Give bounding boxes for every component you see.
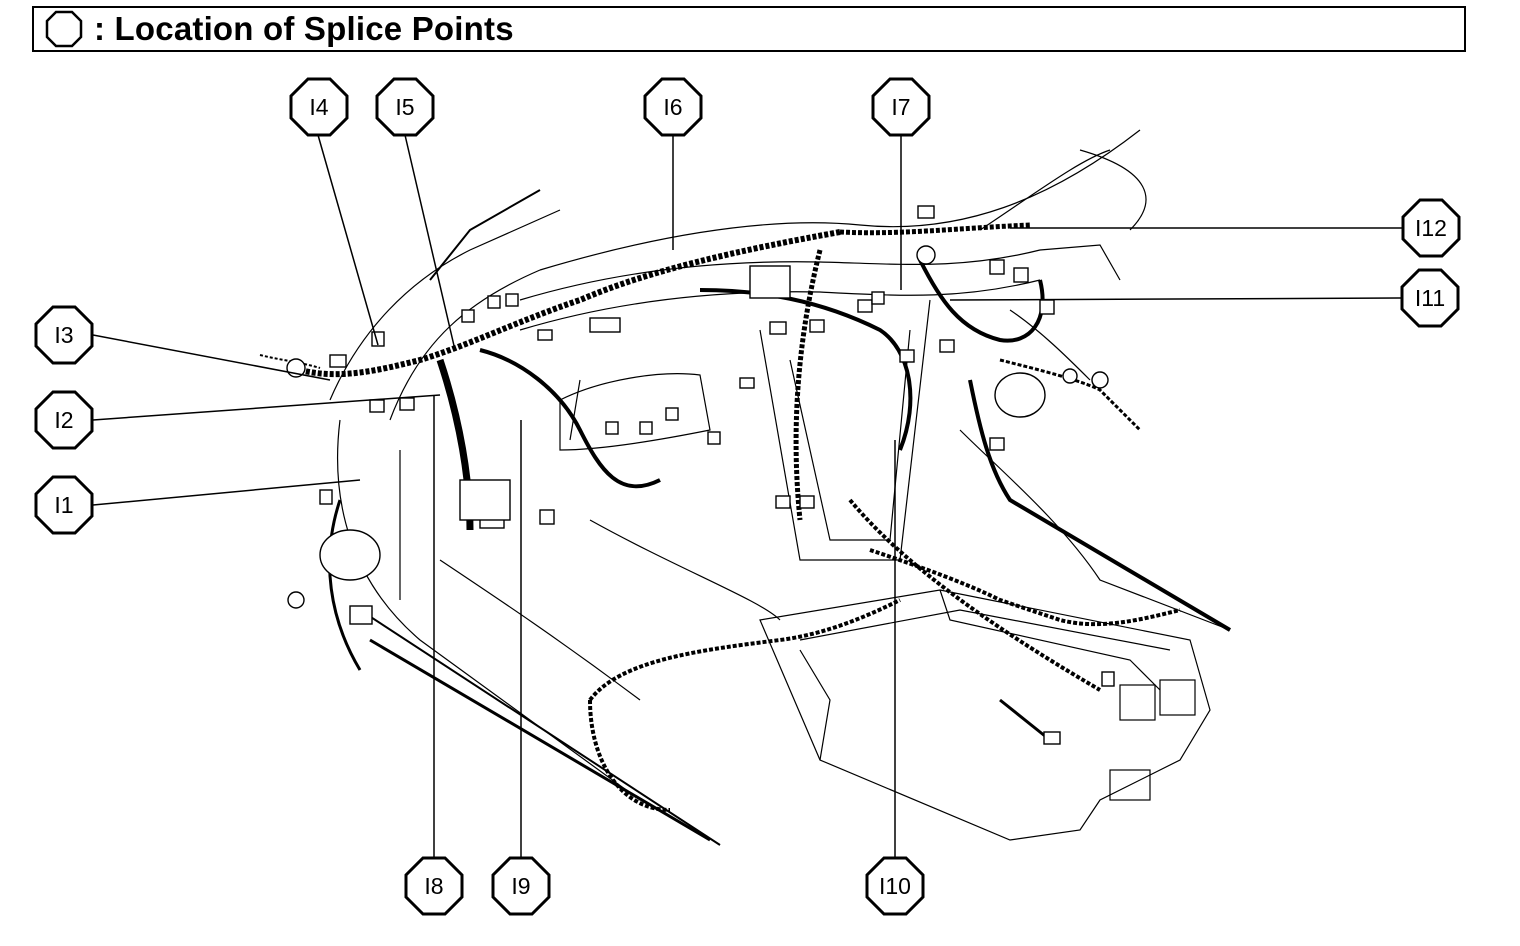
callout-octagon-I7 <box>871 77 931 137</box>
callout-octagon-I11 <box>1400 268 1460 328</box>
callout-label-I8: I8 <box>424 873 443 899</box>
callout-octagon-I10 <box>865 856 925 916</box>
callout-label-I4: I4 <box>309 94 328 120</box>
callout-I1: I1 <box>34 475 94 535</box>
callout-I3: I3 <box>34 305 94 365</box>
page-title: : Location of Splice Points <box>94 10 514 47</box>
callout-I5: I5 <box>375 77 435 137</box>
callout-label-I5: I5 <box>395 94 414 120</box>
callout-I11: I11 <box>1400 268 1460 328</box>
callout-octagon-I4 <box>289 77 349 137</box>
leader-lines <box>92 134 1403 858</box>
callout-label-I9: I9 <box>511 873 530 899</box>
octagon-legend-icon <box>45 10 83 48</box>
callout-I10: I10 <box>865 856 925 916</box>
callout-label-I2: I2 <box>54 407 73 433</box>
callout-label-I10: I10 <box>879 873 911 899</box>
callout-I12: I12 <box>1401 198 1461 258</box>
callout-I6: I6 <box>643 77 703 137</box>
callout-I2: I2 <box>34 390 94 450</box>
callout-label-I3: I3 <box>54 322 73 348</box>
callout-I4: I4 <box>289 77 349 137</box>
callout-octagon-I6 <box>643 77 703 137</box>
callout-I9: I9 <box>491 856 551 916</box>
callout-octagon-I1 <box>34 475 94 535</box>
callout-I8: I8 <box>404 856 464 916</box>
callout-octagon-I8 <box>404 856 464 916</box>
callout-octagon-I12 <box>1401 198 1461 258</box>
callout-I7: I7 <box>871 77 931 137</box>
callout-label-I7: I7 <box>891 94 910 120</box>
connectors <box>286 205 1115 745</box>
callout-octagon-I9 <box>491 856 551 916</box>
callout-label-I6: I6 <box>663 94 682 120</box>
wire-harness <box>259 189 1232 846</box>
callout-octagon-I5 <box>375 77 435 137</box>
callout-octagon-I3 <box>34 305 94 365</box>
callout-label-I1: I1 <box>54 492 73 518</box>
callout-label-I12: I12 <box>1415 215 1447 241</box>
callout-octagon-I2 <box>34 390 94 450</box>
callout-label-I11: I11 <box>1415 285 1445 311</box>
header-bar: : Location of Splice Points <box>32 6 1466 52</box>
